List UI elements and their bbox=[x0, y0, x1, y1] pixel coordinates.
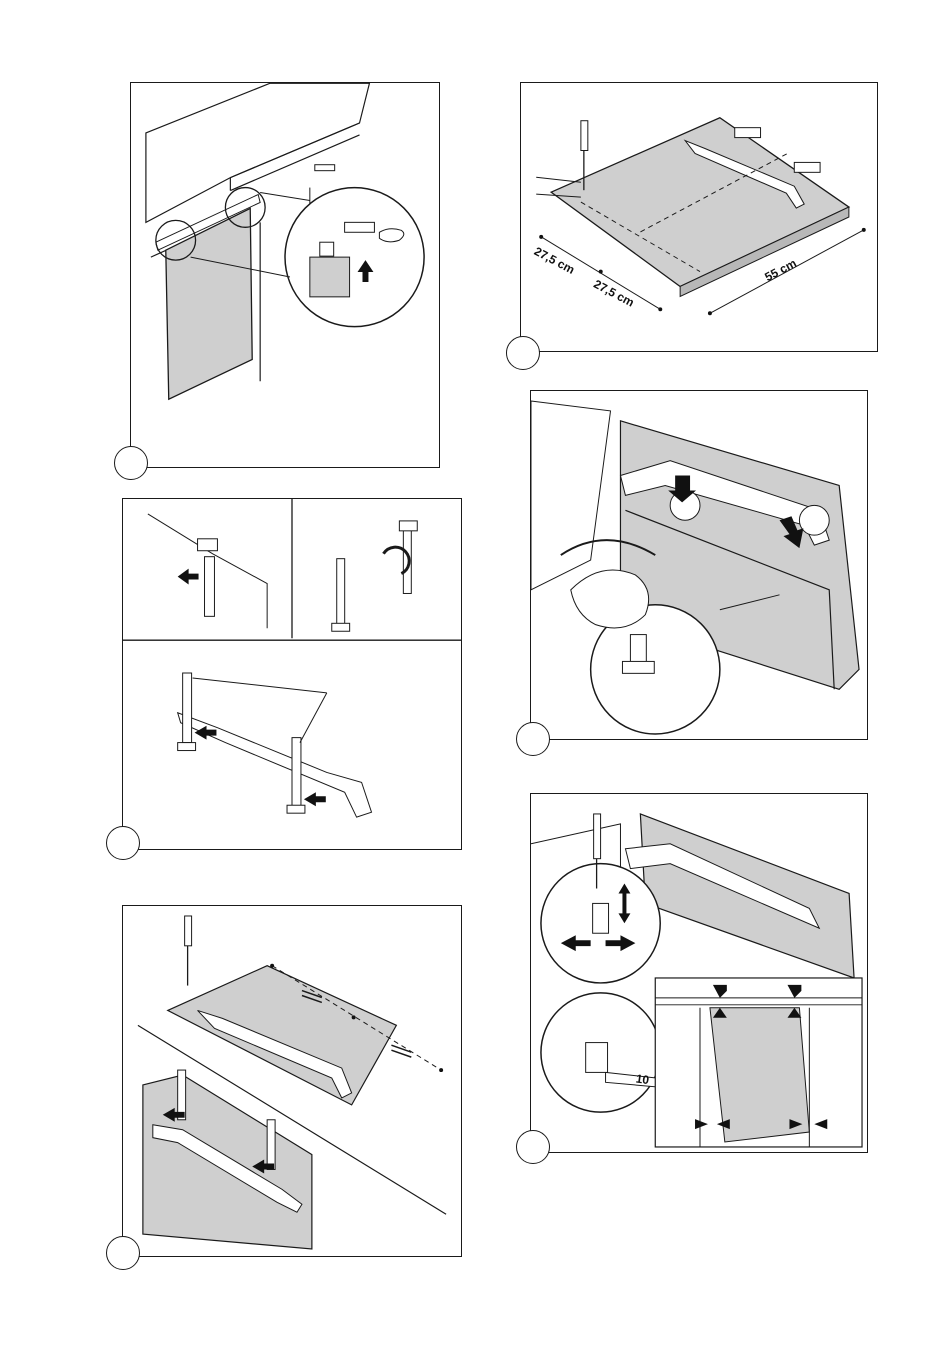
step-number-circle-b bbox=[506, 336, 540, 370]
figure-f-panel: 10 bbox=[530, 793, 868, 1153]
arrow-icon bbox=[304, 792, 326, 806]
step-number-circle-a bbox=[114, 446, 148, 480]
step-number-circle-c bbox=[106, 826, 140, 860]
figure-a-illustration bbox=[131, 83, 439, 467]
hand-icon bbox=[571, 570, 649, 628]
step-number-circle-f bbox=[516, 1130, 550, 1164]
figure-c-panel bbox=[122, 498, 462, 850]
figure-a-panel bbox=[130, 82, 440, 468]
dimension-label-right: 55 cm bbox=[762, 256, 798, 284]
wrench-size-label: 10 bbox=[635, 1071, 650, 1087]
figure-e-illustration bbox=[531, 391, 867, 739]
figure-f-illustration: 10 bbox=[531, 794, 867, 1152]
hand-icon bbox=[379, 229, 403, 242]
arrow-icon bbox=[178, 569, 199, 585]
step-number-circle-d bbox=[106, 1236, 140, 1270]
figure-c-illustration bbox=[123, 499, 461, 849]
figure-d-illustration bbox=[123, 906, 461, 1256]
figure-e-panel bbox=[530, 390, 868, 740]
screwdriver-icon bbox=[185, 916, 192, 986]
figure-b-panel: 27,5 cm 27,5 cm 55 cm bbox=[520, 82, 878, 352]
figure-d-panel bbox=[122, 905, 462, 1257]
step-number-circle-e bbox=[516, 722, 550, 756]
dimension-label-left-1: 27,5 cm bbox=[532, 244, 577, 277]
figure-b-illustration: 27,5 cm 27,5 cm 55 cm bbox=[521, 83, 877, 351]
